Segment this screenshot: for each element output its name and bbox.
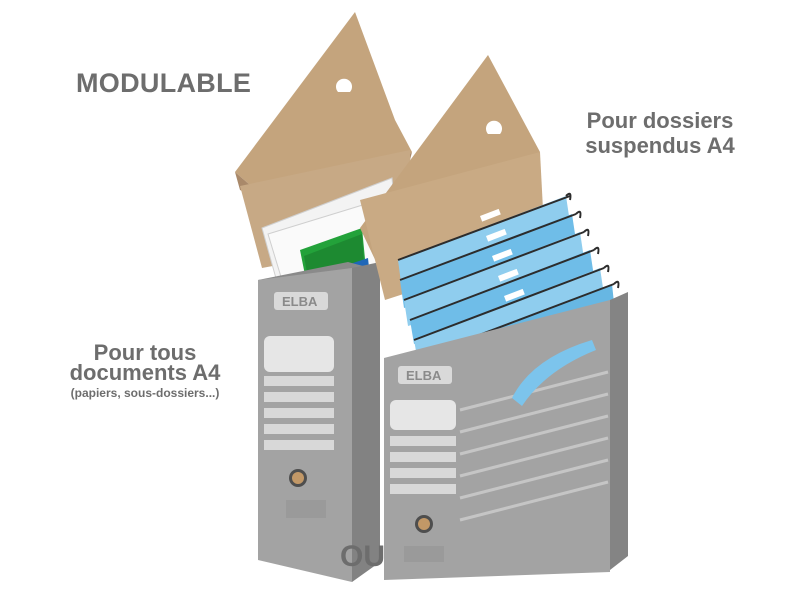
lid-hole [486, 120, 502, 134]
lid-hole [335, 78, 352, 92]
elba-logo [274, 292, 328, 310]
separator-text: OU [340, 540, 385, 573]
headline: MODULABLE [76, 68, 252, 98]
documents-label-line-2: documents A4 [69, 360, 221, 385]
documents-label: Pour tous documents A4 (papiers, sous-do… [40, 340, 250, 401]
documents-label-note: (papiers, sous-dossiers...) [70, 386, 220, 400]
elba-logo [398, 366, 452, 384]
hanging-label-line-2: suspendus A4 [585, 133, 735, 158]
hanging-label-line-1: Pour dossiers [586, 108, 734, 133]
hanging-folders-label: Pour dossiers suspendus A4 [560, 108, 760, 158]
documents-label-line-1: Pour tous [93, 340, 197, 365]
wide-archive-box: ELBA [360, 55, 628, 580]
brand-text: ELBA [406, 368, 442, 383]
handle-cutout [512, 340, 596, 406]
brand-text: ELBA [282, 294, 318, 309]
narrow-box-lid [235, 12, 412, 198]
